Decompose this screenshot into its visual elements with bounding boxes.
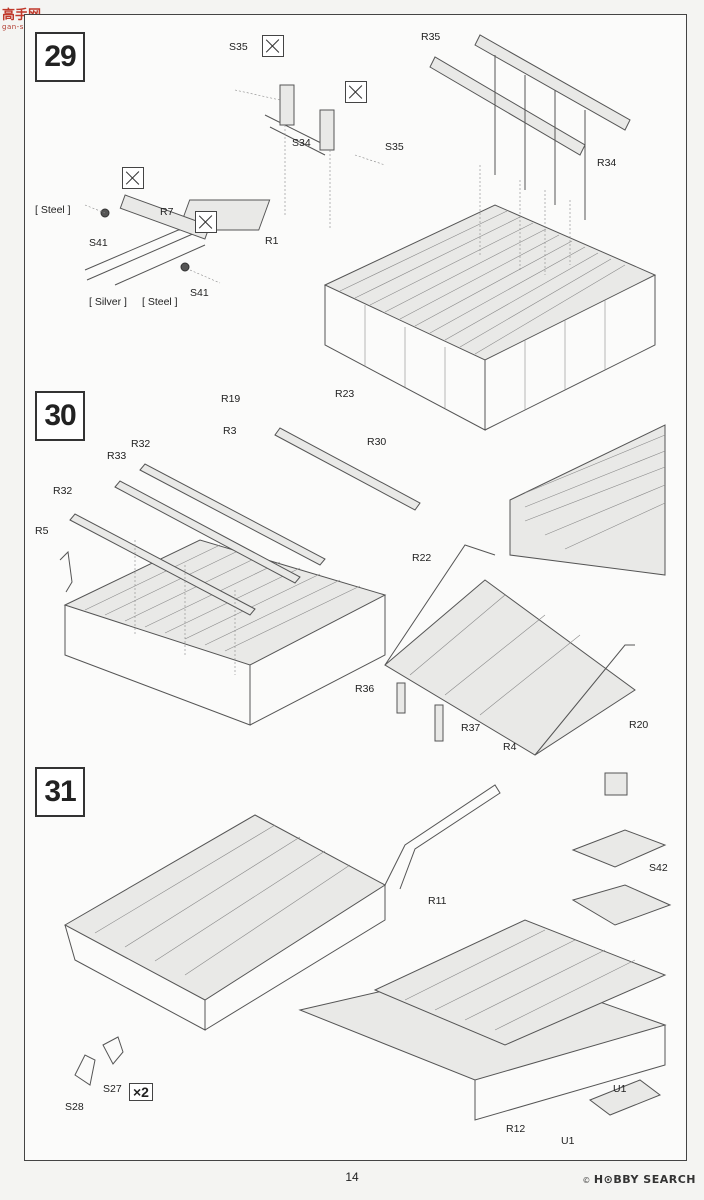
part-label: S35 — [229, 41, 248, 53]
part-label: [ Steel ] — [35, 204, 71, 216]
part-label: R34 — [597, 157, 617, 169]
part-label: R11 — [428, 895, 447, 907]
step-29-diagram — [59, 34, 672, 1121]
part-label: R35 — [421, 31, 441, 43]
part-label: R36 — [355, 683, 375, 695]
part-label: R12 — [506, 1123, 526, 1135]
part-label: S27 — [103, 1083, 122, 1095]
part-label: R4 — [503, 741, 517, 753]
cut-note-icon — [262, 35, 284, 57]
part-label: R19 — [221, 393, 241, 405]
part-label: R20 — [629, 719, 649, 731]
cut-note-icon — [195, 211, 217, 233]
part-label: [ Steel ] — [142, 296, 178, 308]
part-label: R23 — [335, 388, 355, 400]
part-label: R1 — [265, 235, 279, 247]
part-label: R32 — [53, 485, 73, 497]
part-label: S42 — [649, 862, 668, 874]
step-29-number: 29 — [35, 32, 85, 82]
part-label: R7 — [160, 206, 174, 218]
part-label: R37 — [461, 722, 481, 734]
part-label: R32 — [131, 438, 151, 450]
part-label: R3 — [223, 425, 237, 437]
part-label: S41 — [190, 287, 209, 299]
quantity-multiplier: ×2 — [129, 1083, 153, 1101]
watermark-brand: © H⊙BBY SEARCH — [582, 1173, 696, 1186]
part-label: R22 — [412, 552, 432, 564]
part-label: S34 — [292, 137, 311, 149]
instruction-page-frame: 29 — [24, 14, 687, 1161]
part-label: U1 — [561, 1135, 575, 1147]
part-label: S28 — [65, 1101, 84, 1113]
step-31-number: 31 — [35, 767, 85, 817]
part-label: R5 — [35, 525, 49, 537]
part-label: S41 — [89, 237, 108, 249]
cut-note-icon — [122, 167, 144, 189]
part-label: U1 — [613, 1083, 627, 1095]
page-number: 14 — [345, 1170, 359, 1184]
cut-note-icon — [345, 81, 367, 103]
step-30-number: 30 — [35, 391, 85, 441]
part-label: S35 — [385, 141, 404, 153]
part-label: [ Silver ] — [89, 296, 127, 308]
part-label: R33 — [107, 450, 127, 462]
part-label: R30 — [367, 436, 387, 448]
